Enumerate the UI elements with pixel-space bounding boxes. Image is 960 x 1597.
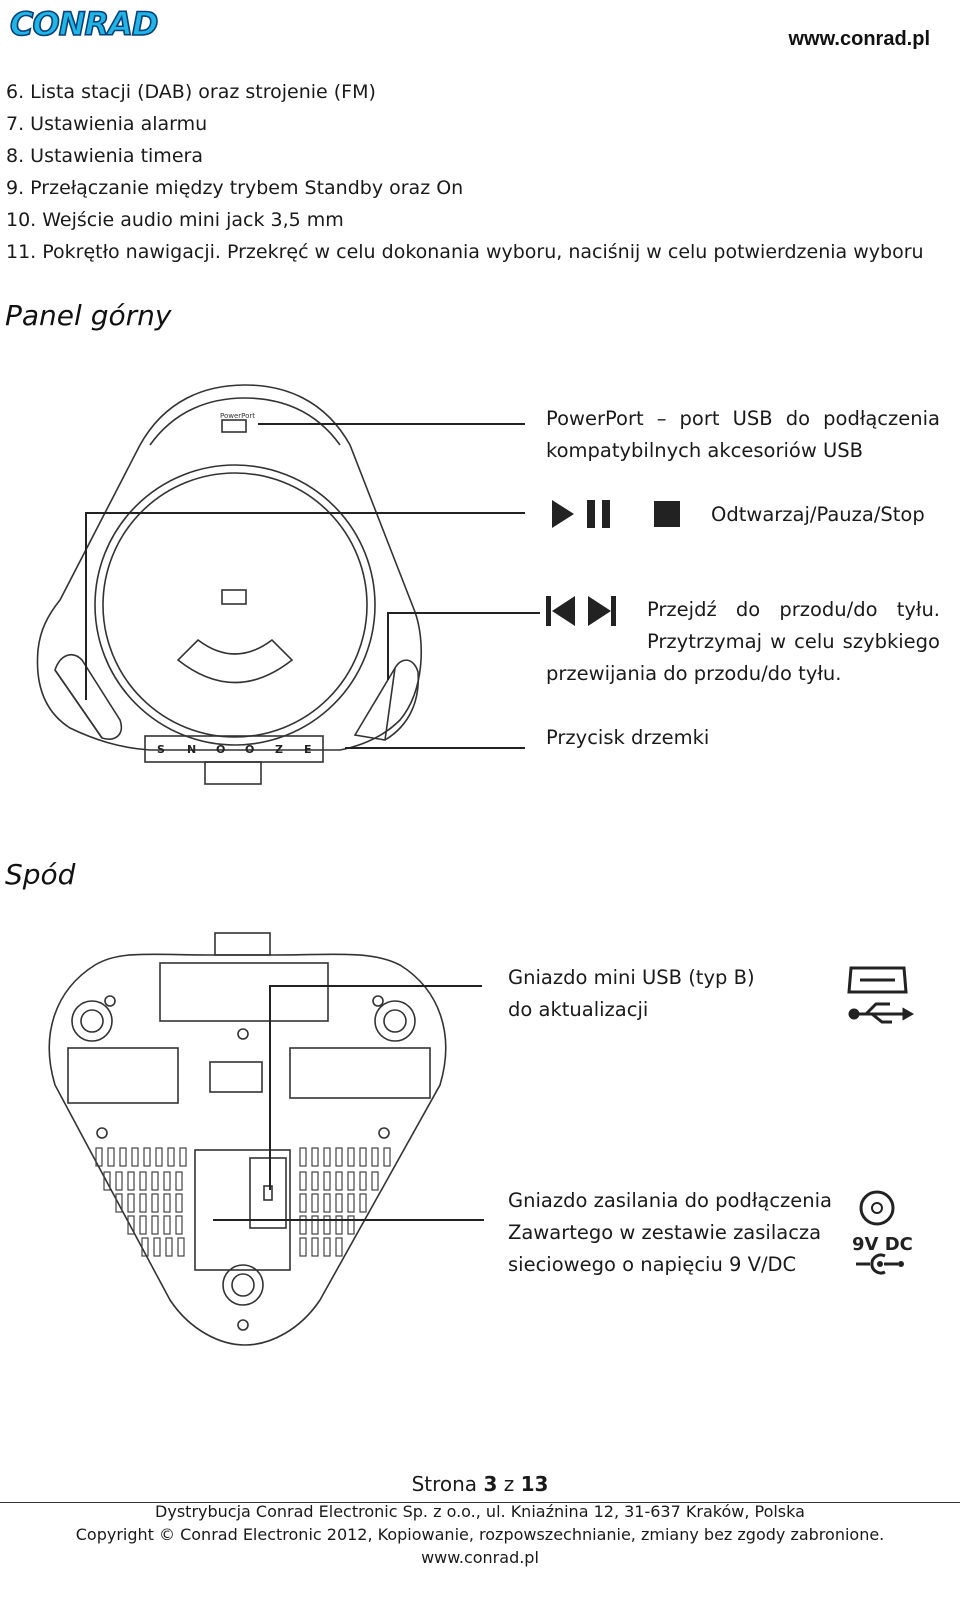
powerport-desc-line2: kompatybilnych akcesoriów USB (546, 439, 864, 462)
footer-website[interactable]: www.conrad.pl (421, 1548, 539, 1567)
mini-usb-icon (847, 966, 915, 1024)
list-item: 8. Ustawienia timera (6, 145, 203, 167)
snooze-desc: Przycisk drzemki (546, 726, 710, 749)
logo-text: CONRAD (10, 5, 158, 43)
play-pause-stop-icon (552, 500, 680, 528)
snooze-letter: O (245, 743, 254, 756)
footer-divider (0, 1502, 960, 1503)
page-sep: z (497, 1472, 521, 1496)
page-total: 13 (520, 1472, 549, 1496)
mini-usb-desc-line2: do aktualizacji (508, 998, 649, 1021)
skip-prev-next-icon (546, 596, 616, 626)
list-item: 9. Przełączanie między trybem Standby or… (6, 177, 464, 199)
list-item: 6. Lista stacji (DAB) oraz strojenie (FM… (6, 81, 376, 103)
mini-usb-desc-line1: Gniazdo mini USB (typ B) (508, 966, 755, 989)
skip-desc-line1: Przejdź do przodu/do tyłu. (647, 598, 940, 621)
intro-list: 6. Lista stacji (DAB) oraz strojenie (FM… (6, 76, 924, 268)
list-item: 7. Ustawienia alarmu (6, 113, 208, 135)
page-current: 3 (483, 1472, 498, 1496)
list-item: 10. Wejście audio mini jack 3,5 mm (6, 209, 344, 231)
snooze-letter: O (216, 743, 225, 756)
page-number: Strona 3 z 13 (0, 1472, 960, 1496)
powerport-desc-line1: PowerPort – port USB do podłączenia (546, 407, 940, 430)
power-desc-line1: Gniazdo zasilania do podłączenia (508, 1189, 832, 1212)
header-website: www.conrad.pl (788, 28, 931, 50)
footer-copyright: Copyright © Conrad Electronic 2012, Kopi… (75, 1525, 885, 1544)
page-prefix: Strona (411, 1472, 484, 1496)
footer-distributor: Dystrybucja Conrad Electronic Sp. z o.o.… (155, 1502, 805, 1521)
section-heading-bottom: Spód (5, 858, 76, 891)
power-desc-line3: sieciowego o napięciu 9 V/DC (508, 1253, 797, 1276)
skip-desc-line3: przewijania do przodu/do tyłu. (546, 662, 842, 685)
playpause-desc: Odtwarzaj/Pauza/Stop (711, 503, 925, 526)
list-item: 11. Pokrętło nawigacji. Przekręć w celu … (6, 241, 924, 263)
snooze-letter: N (187, 743, 196, 756)
snooze-letter: Z (275, 743, 283, 756)
conrad-logo: CONRAD (9, 4, 159, 44)
dc-power-icon: 9V DC (852, 1190, 913, 1275)
top-panel-diagram: PowerPort S N O O Z E (36, 384, 680, 785)
power-desc-line2: Zawartego w zestawie zasilacza (508, 1221, 822, 1244)
bottom-diagram: 9V DC (48, 932, 915, 1346)
dc-icon-label: 9V DC (852, 1234, 913, 1255)
section-heading-top-panel: Panel górny (5, 299, 172, 332)
device-usb-label: PowerPort (220, 412, 255, 420)
skip-desc-line2: Przytrzymaj w celu szybkiego (647, 630, 940, 653)
snooze-letter: S (157, 743, 165, 756)
snooze-letter: E (304, 743, 312, 756)
